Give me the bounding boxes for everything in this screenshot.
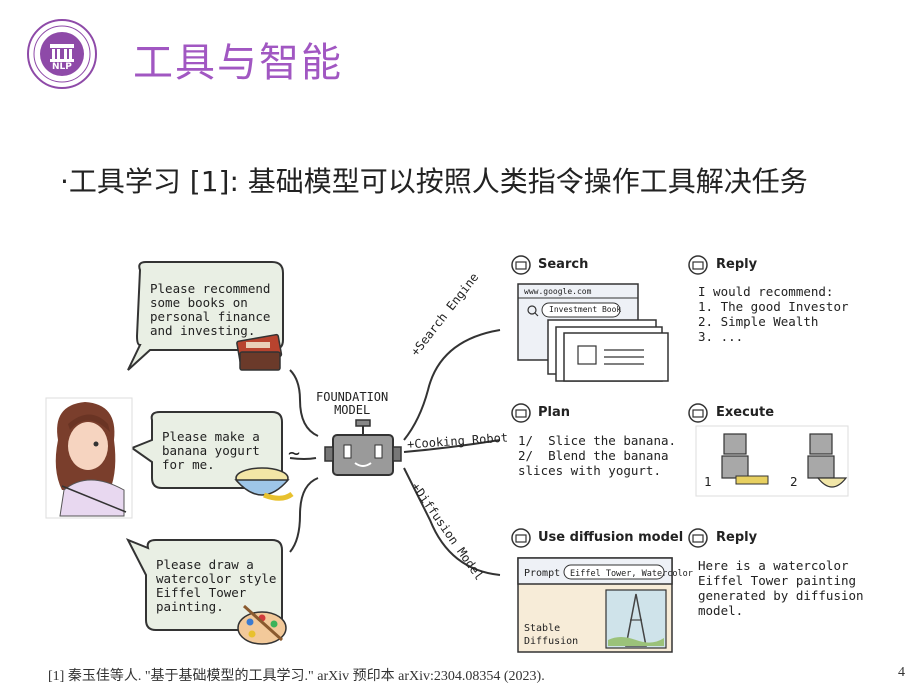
use-diffusion-label: Use diffusion model bbox=[538, 530, 684, 545]
prompt-label: Prompt bbox=[524, 568, 561, 579]
request-painting: Please draw a watercolor style Eiffel To… bbox=[156, 557, 277, 614]
stable-diffusion-label: Stable Diffusion bbox=[524, 623, 579, 647]
bullet-text: ·工具学习 [1]: 基础模型可以按照人类指令操作工具解决任务 bbox=[60, 165, 808, 198]
execute-label: Execute bbox=[716, 405, 775, 420]
reply-text-2: Here is a watercolor Eiffel Tower painti… bbox=[698, 558, 864, 618]
search-url: www.google.com bbox=[524, 287, 592, 296]
request-books: Please recommend some books on personal … bbox=[150, 281, 271, 338]
page-number: 4 bbox=[898, 665, 905, 680]
palette-icon bbox=[237, 604, 287, 645]
tilde-connector: ~ bbox=[288, 441, 301, 465]
execute-step-2: 2 bbox=[790, 474, 798, 489]
university-logo: NLP bbox=[26, 18, 98, 90]
yogurt-bowl-icon bbox=[234, 467, 294, 501]
book-icon bbox=[236, 333, 283, 371]
reply-label-1: Reply bbox=[716, 257, 758, 272]
execute-step-1: 1 bbox=[704, 474, 712, 489]
plan-label: Plan bbox=[538, 405, 571, 420]
logo-text: NLP bbox=[52, 62, 72, 72]
reply-label-2: Reply bbox=[716, 530, 758, 545]
request-yogurt: Please make a banana yogurt for me. bbox=[162, 429, 260, 472]
footnote: [1] 秦玉佳等人. "基于基础模型的工具学习." arXiv 预印本 arXi… bbox=[48, 669, 545, 684]
slide-title: 工具与智能 bbox=[133, 40, 343, 86]
plan-text: 1/ Slice the banana. 2/ Blend the banana… bbox=[518, 433, 677, 478]
tool-icons bbox=[511, 255, 708, 548]
foundation-model-label: FOUNDATION MODEL bbox=[316, 390, 389, 417]
reply-text-1: I would recommend: 1. The good Investor … bbox=[698, 284, 849, 344]
prompt-value: Eiffel Tower, Watercolor bbox=[570, 569, 693, 579]
search-query: Investment Book bbox=[549, 305, 622, 314]
search-label: Search bbox=[538, 257, 589, 272]
